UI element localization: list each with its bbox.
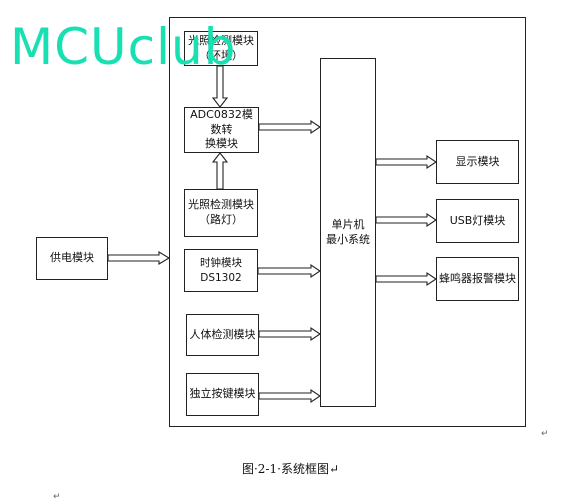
arrow-key-to-mcu	[258, 388, 321, 404]
system-frame	[169, 17, 526, 427]
arrow-mcu-to-display	[375, 154, 437, 170]
arrow-light-to-adc	[211, 65, 229, 108]
display-label: 显示模块	[455, 154, 500, 168]
human-detect-box: 人体检测模块	[186, 314, 259, 356]
display-box: 显示模块	[436, 140, 519, 184]
light-detect-env-box: 光照检测模块 （环境）	[184, 31, 258, 66]
adc-box: ADC0832模数转 换模块	[184, 107, 259, 153]
usb-lamp-label: USB灯模块	[449, 213, 506, 227]
arrow-mcu-to-usb	[375, 212, 437, 228]
watermark-logo: MCUclub	[10, 18, 237, 76]
buzzer-label: 蜂鸣器报警模块	[439, 271, 516, 285]
light-detect-env-label: 光照检测模块 （环境）	[188, 33, 254, 62]
buzzer-box: 蜂鸣器报警模块	[436, 257, 519, 301]
light-detect-street-label: 光照检测模块 （路灯）	[188, 198, 254, 226]
paragraph-mark: ↵	[541, 429, 549, 439]
arrow-clock-to-mcu	[257, 263, 321, 279]
arrow-human-to-mcu	[258, 326, 321, 342]
arrow-streetlight-to-adc	[211, 152, 229, 190]
mcu-label: 单片机 最小系统	[326, 217, 370, 246]
light-detect-street-box: 光照检测模块 （路灯）	[184, 189, 258, 237]
clock-box: 时钟模块DS1302	[184, 249, 258, 292]
clock-label: 时钟模块DS1302	[200, 257, 242, 284]
arrow-adc-to-mcu	[258, 119, 321, 135]
arrow-power-to-clock	[107, 251, 171, 265]
figure-caption: 图·2-1·系统框图↵	[241, 462, 339, 476]
human-detect-label: 人体检测模块	[189, 327, 256, 341]
arrow-mcu-to-buzzer	[375, 271, 437, 287]
usb-lamp-box: USB灯模块	[436, 199, 519, 243]
paragraph-mark: ↵	[53, 492, 61, 502]
key-box: 独立按键模块	[186, 373, 259, 416]
key-label: 独立按键模块	[189, 387, 256, 401]
mcu-box: 单片机 最小系统	[320, 58, 376, 407]
power-box: 供电模块	[36, 237, 108, 280]
adc-label: ADC0832模数转 换模块	[190, 107, 253, 151]
power-label: 供电模块	[50, 251, 94, 265]
